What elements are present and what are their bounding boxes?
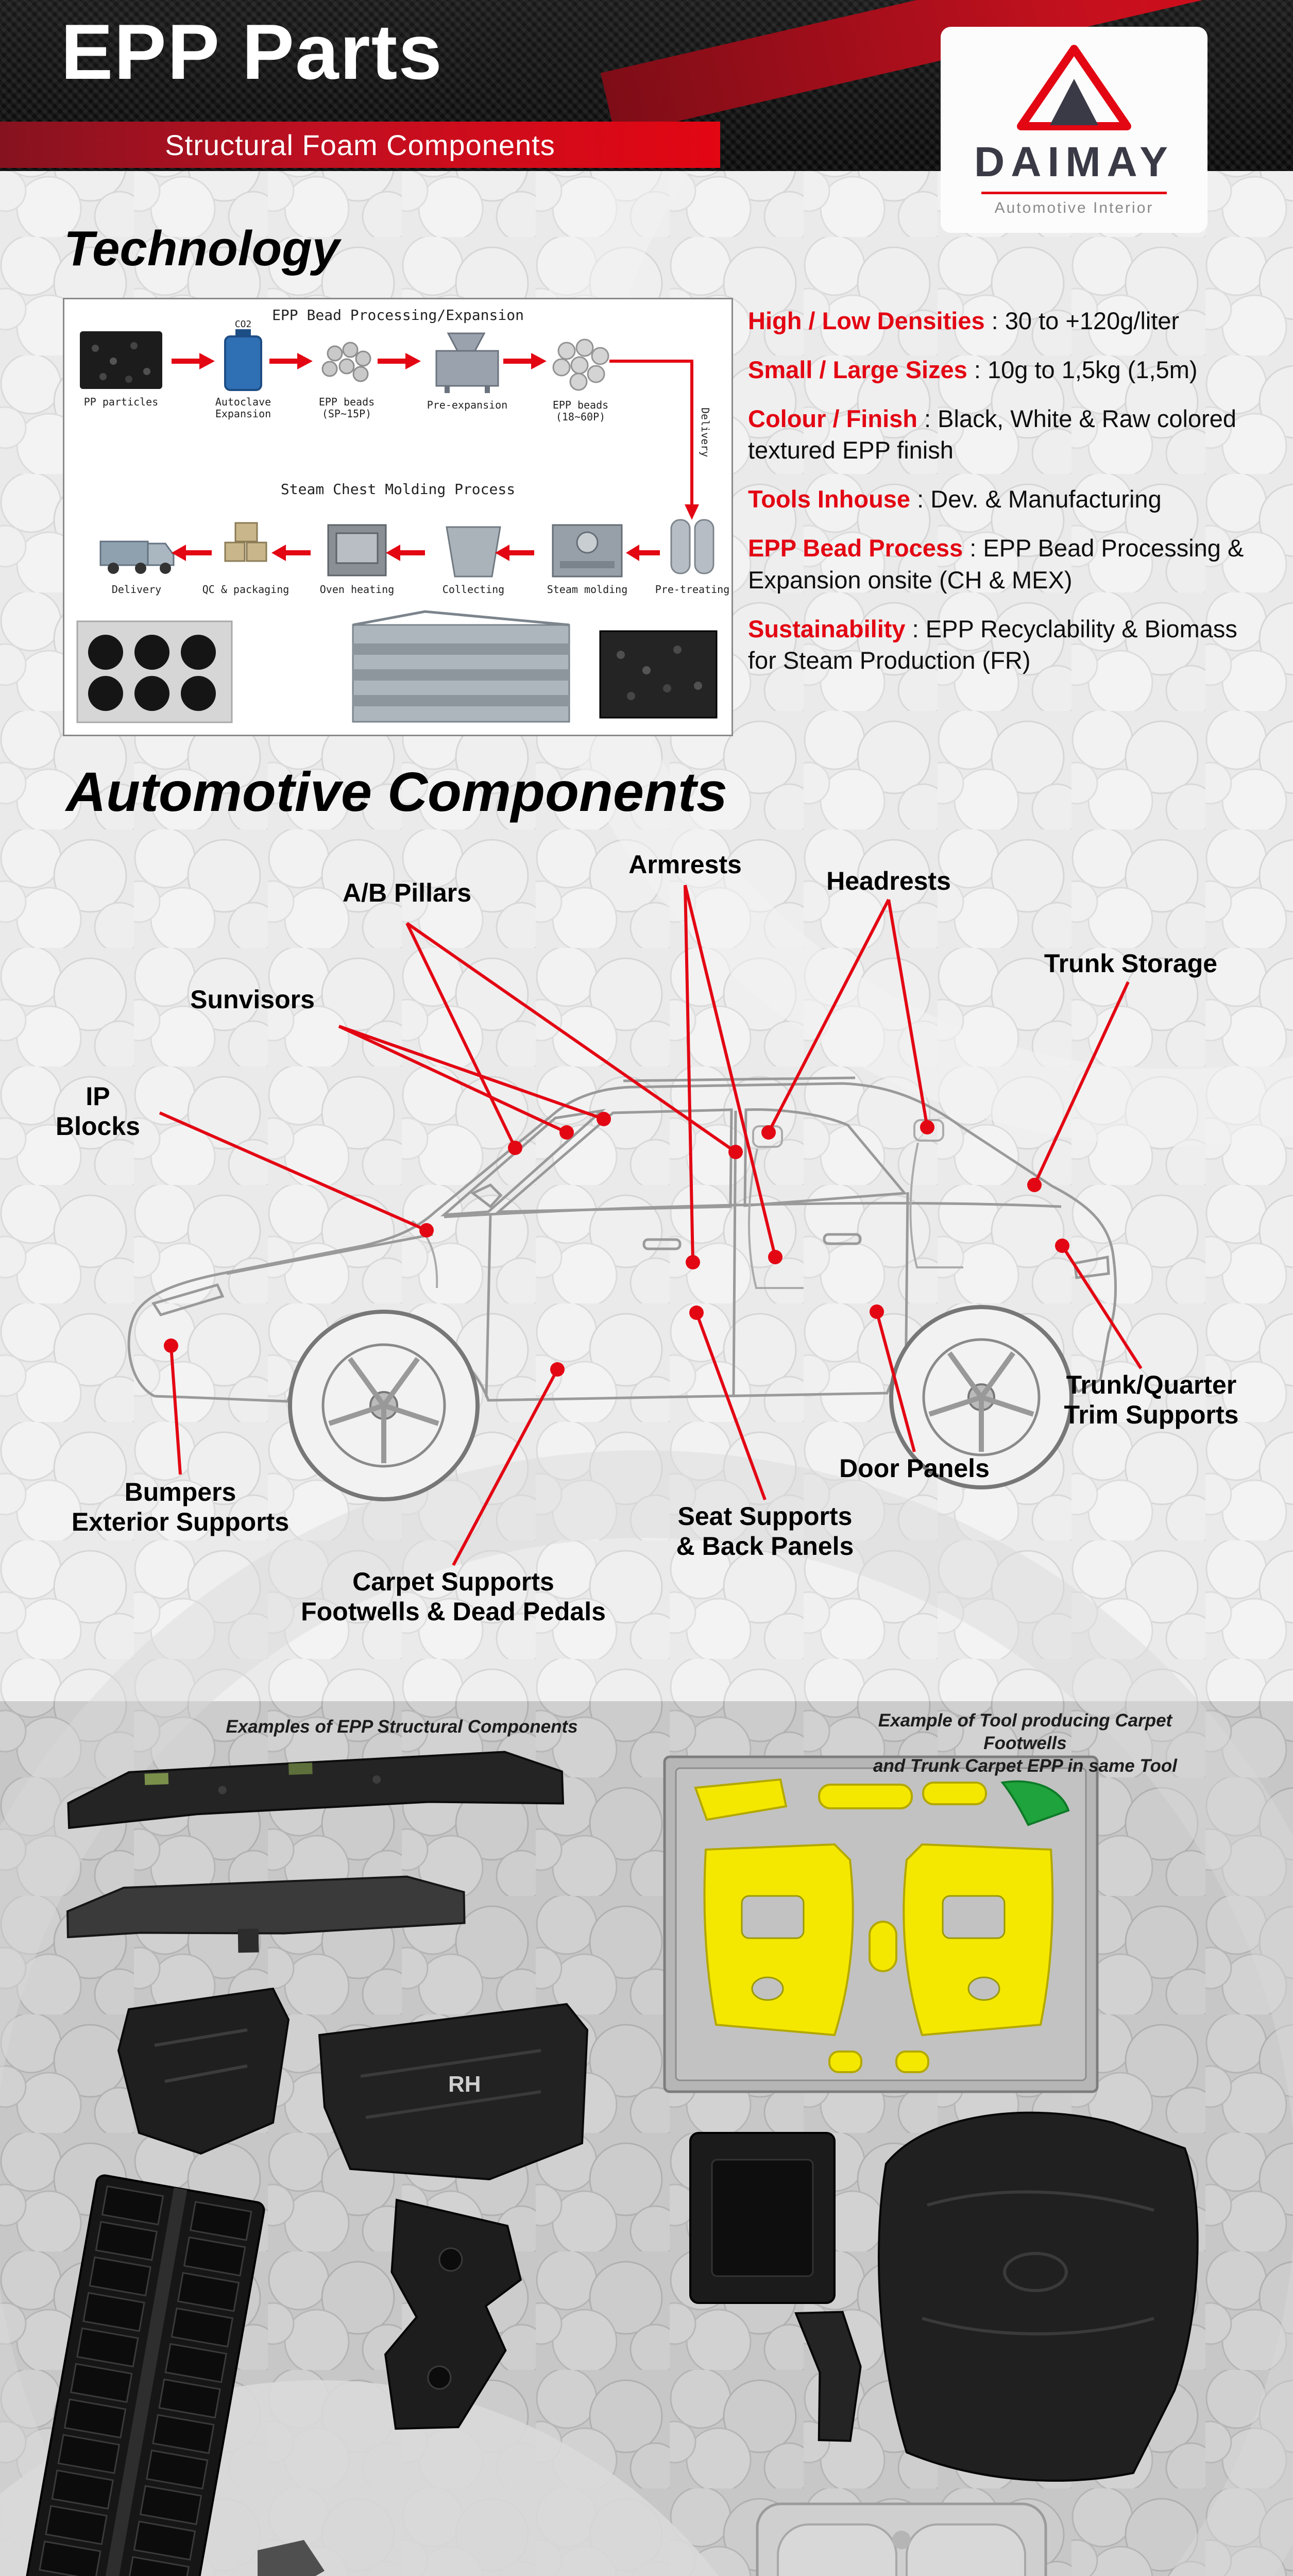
part-sunvisor-photo [756,2502,1047,2576]
tool-photo [663,1755,1099,2093]
component-leader-lines [159,885,1143,1566]
component-label-trunk-quarter: Trunk/Quarter Trim Supports [1064,1370,1239,1429]
car-diagram [127,885,1143,1566]
diagram-step-label: Oven heating [319,583,395,596]
co2-label: CO2 [234,319,252,330]
feature-label: Sustainability [748,615,906,642]
part-support-photo [117,1987,290,2155]
page-title: EPP Parts [61,8,443,96]
diagram-step-label: EPP beads (SP~15P) [318,396,375,420]
technology-heading: Technology [64,221,340,276]
daimay-triangle-icon [1017,45,1131,130]
part-bumper-beam2-photo [66,1875,466,1953]
feature-text: : 30 to +120g/liter [984,307,1180,334]
feature-label: High / Low Densities [748,307,985,334]
feature-list: High / Low Densities : 30 to +120g/liter… [748,305,1268,676]
part-bumper-beam-photo [67,1751,565,1829]
feature-text: : EPP Recyclability & Biomass for Steam … [748,615,1237,674]
examples-right-caption: Example of Tool producing Carpet Footwel… [873,1710,1177,1776]
feature-label: EPP Bead Process [748,534,963,562]
feature-item: Colour / Finish : Black, White & Raw col… [748,403,1268,466]
brand-name: DAIMAY [974,139,1174,185]
component-label-ip-blocks: IP Blocks [56,1082,140,1141]
feature-item: Small / Large Sizes : 10g to 1,5kg (1,5m… [748,354,1268,385]
component-label-sunvisors: Sunvisors [190,985,315,1014]
feature-item: Tools Inhouse : Dev. & Manufacturing [748,483,1268,515]
component-dots [164,1112,1069,1377]
diagram-step-label: QC & packaging [202,583,290,596]
component-label-carpet: Carpet Supports Footwells & Dead Pedals [301,1567,606,1626]
diagram-step-label: Autoclave Expansion [215,396,271,420]
subtitle-band: Structural Foam Components [0,122,720,168]
diagram-step-label: Steam molding [547,583,628,596]
process-diagram-graphic [76,329,718,723]
car-wheels [288,1305,1074,1501]
part-bracket-photo [384,2198,522,2430]
component-label-headrests: Headrests [826,867,951,895]
examples-left-caption: Examples of EPP Structural Components [226,1717,578,1737]
feature-label: Small / Large Sizes [748,356,967,384]
diagram-step-label: PP particles [83,396,159,408]
part-ribbed-channel-photo [18,2174,265,2576]
feature-text: : 10g to 1,5kg (1,5m) [967,356,1198,384]
feature-text: : EPP Bead Processing & Expansion onsite… [748,534,1244,594]
brand-logo: DAIMAY Automotive Interior [941,27,1207,233]
feature-item: EPP Bead Process : EPP Bead Processing &… [748,532,1268,595]
part-clip-photo [794,2311,862,2442]
diagram-step-label: EPP beads (18~60P) [552,399,609,423]
feature-text: : Black, White & Raw colored textured EP… [748,405,1237,464]
components-heading: Automotive Components [66,760,727,823]
feature-label: Tools Inhouse [748,485,911,513]
diagram-step-label: Pre-expansion [427,399,508,411]
part-box-photo [689,2132,836,2304]
component-label-ab-pillars: A/B Pillars [342,878,472,907]
feature-text: : Dev. & Manufacturing [910,485,1162,513]
world-map [258,2540,325,2576]
delivery-connector-label: Delivery [699,408,711,457]
part-rh-photo: RH [318,2003,589,2181]
epp-parts-photos: RH [18,1751,1199,2576]
diagram-step-label: Delivery [111,583,162,596]
component-label-armrests: Armrests [628,850,742,879]
process-diagram: EPP Bead Processing/Expansion CO2 PP par… [63,298,733,736]
component-label-door-panels: Door Panels [839,1454,990,1483]
feature-item: Sustainability : EPP Recyclability & Bio… [748,613,1268,676]
component-label-trunk-storage: Trunk Storage [1044,949,1218,978]
feature-label: Colour / Finish [748,405,917,433]
diagram-top-title: EPP Bead Processing/Expansion [272,307,524,324]
feature-item: High / Low Densities : 30 to +120g/liter [748,305,1268,336]
component-label-seat-supports: Seat Supports & Back Panels [676,1502,854,1561]
diagram-bottom-title: Steam Chest Molding Process [280,481,516,498]
page-subtitle: Structural Foam Components [165,128,555,161]
brand-rule [981,192,1167,194]
brand-tagline: Automotive Interior [994,199,1154,216]
part-trunk-carpet-photo [877,2111,1199,2482]
diagram-step-label: Collecting [442,583,505,596]
rh-marking: RH [448,2072,481,2097]
diagram-step-label: Pre-treating [655,583,730,596]
component-label-bumpers: Bumpers Exterior Supports [71,1478,290,1536]
